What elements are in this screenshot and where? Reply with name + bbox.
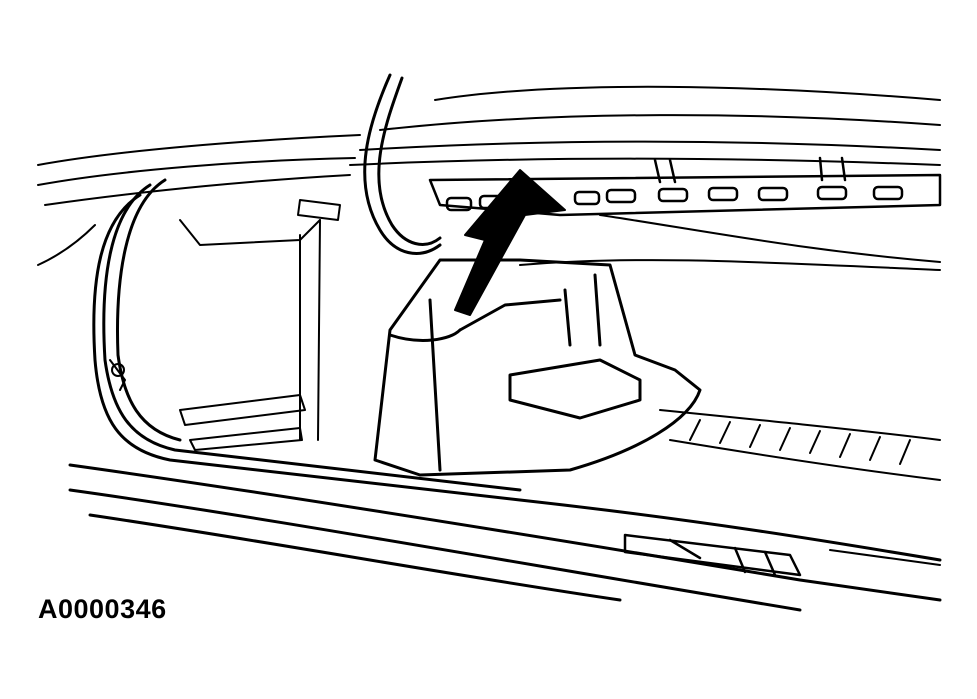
wire-harness bbox=[365, 75, 440, 253]
door-opening-seal bbox=[70, 180, 940, 610]
callout-arrow bbox=[455, 170, 565, 315]
floor-sill bbox=[660, 410, 940, 565]
seat-structure bbox=[110, 200, 340, 450]
dashboard-contour bbox=[520, 215, 940, 270]
vent-slots bbox=[430, 158, 940, 215]
sill-plate-slots bbox=[625, 535, 800, 575]
figure-reference-id: A0000346 bbox=[38, 594, 167, 624]
console-bracket bbox=[375, 260, 700, 475]
upper-body-lines bbox=[38, 87, 940, 265]
